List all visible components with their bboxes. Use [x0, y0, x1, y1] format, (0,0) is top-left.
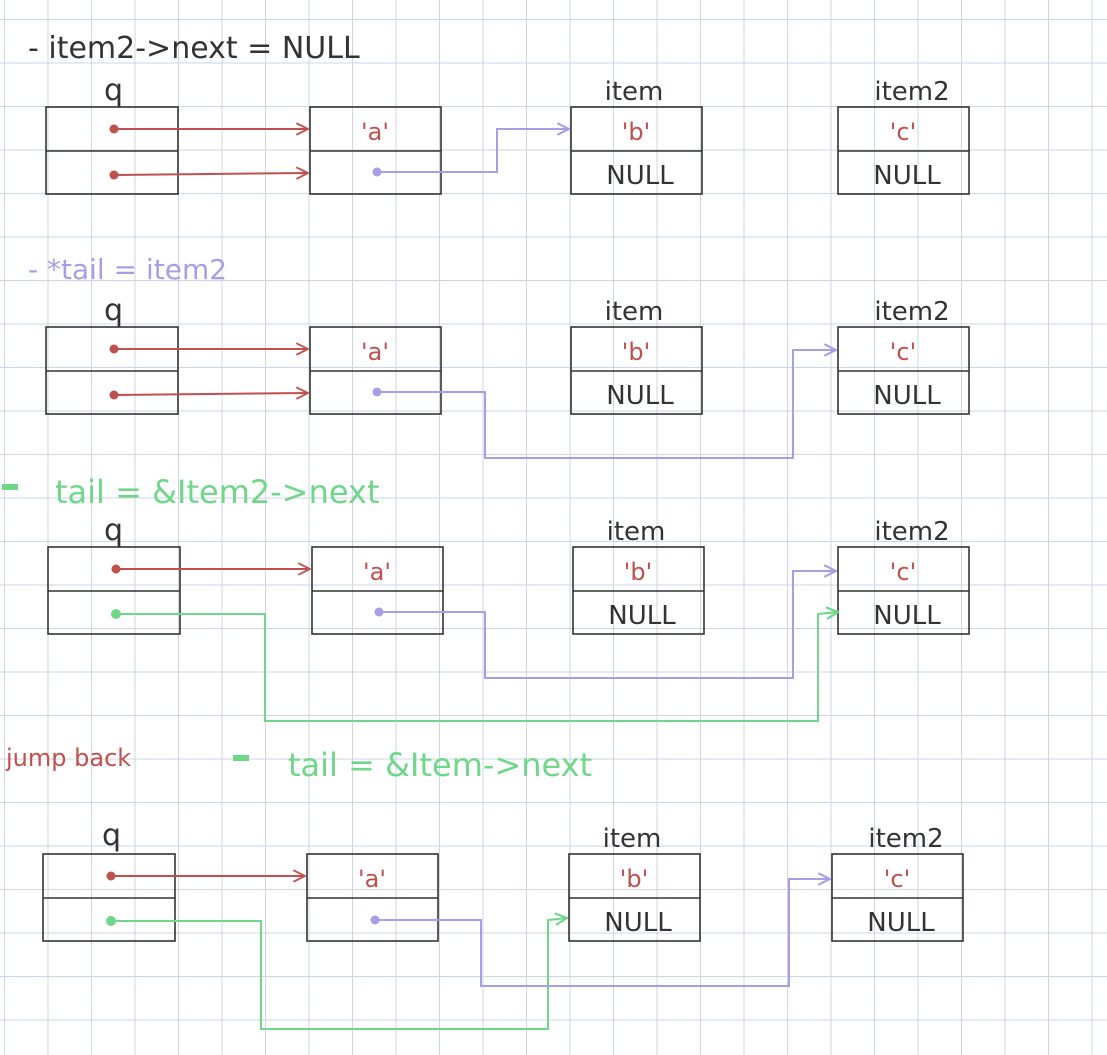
bullet-mark [233, 755, 249, 761]
item2-label: item2 [868, 824, 943, 854]
item-label: item [603, 824, 662, 854]
step4-section: jump back tail = &Item->next q 'a' item … [5, 744, 964, 1030]
node-item2-null: NULL [867, 908, 935, 938]
node-item2-value: 'c' [884, 865, 910, 893]
item2-label: item2 [874, 77, 949, 107]
node-item2-value: 'c' [890, 558, 916, 586]
step3-title: tail = &Item2->next [55, 473, 380, 511]
item-label: item [605, 77, 664, 107]
node-item2-null: NULL [873, 381, 941, 411]
item-label: item [607, 517, 666, 547]
step1-section: - item2->next = NULL q 'a' item 'b' NULL… [28, 31, 970, 195]
q-label: q [104, 293, 123, 328]
node-item-value: 'b' [624, 558, 652, 586]
a-next-arrow [377, 129, 569, 173]
node-a-value: 'a' [363, 558, 391, 586]
node-a-value: 'a' [361, 338, 389, 366]
item-label: item [605, 297, 664, 327]
q-tail-arrow [113, 173, 308, 175]
node-item-null: NULL [606, 161, 674, 191]
item2-label: item2 [874, 297, 949, 327]
step2-title: - *tail = item2 [28, 253, 227, 286]
step3-section: tail = &Item2->next q 'a' item 'b' NULL … [2, 473, 970, 722]
q-label: q [104, 513, 123, 548]
node-item-null: NULL [606, 381, 674, 411]
node-item2-value: 'c' [890, 338, 916, 366]
bullet-mark [2, 484, 18, 490]
a-next-arrow [379, 571, 836, 679]
node-item2-null: NULL [873, 161, 941, 191]
node-item-null: NULL [608, 601, 676, 631]
q-label: q [102, 818, 121, 853]
node-a-value: 'a' [361, 118, 389, 146]
q-tail-arrow [116, 612, 838, 722]
item2-label: item2 [874, 517, 949, 547]
node-item-value: 'b' [620, 865, 648, 893]
node-item2-value: 'c' [890, 118, 916, 146]
node-item-null: NULL [604, 908, 672, 938]
q-tail-arrow [111, 918, 567, 1030]
q-label: q [104, 73, 123, 108]
step1-title: - item2->next = NULL [28, 31, 360, 66]
step2-section: - *tail = item2 q 'a' item 'b' NULL item… [28, 253, 970, 459]
node-item-value: 'b' [622, 118, 650, 146]
jump-back-note: jump back [5, 744, 131, 772]
step4-title: tail = &Item->next [288, 746, 592, 784]
node-item-value: 'b' [622, 338, 650, 366]
node-a-value: 'a' [358, 865, 386, 893]
a-next-arrow [377, 350, 836, 459]
node-item2-null: NULL [873, 601, 941, 631]
a-next-arrow [375, 879, 830, 987]
q-tail-arrow [113, 393, 308, 395]
